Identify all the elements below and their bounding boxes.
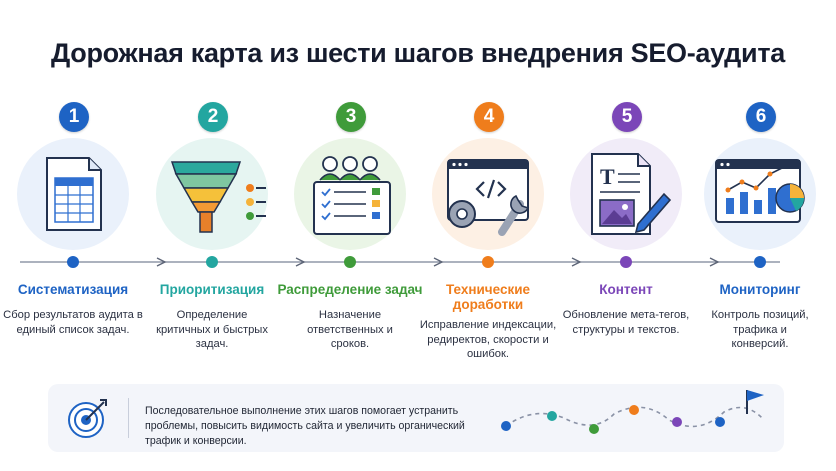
step-description: Назначение ответственных и сроков. (307, 309, 393, 350)
arrow-icon (433, 257, 444, 267)
step-description: Определение критичных и быстрых задач. (156, 309, 268, 350)
step-number: 6 (746, 102, 776, 132)
step-3: 3 Распределение задач (277, 100, 423, 370)
analytics-dashboard-icon (715, 159, 805, 223)
step-number: 3 (336, 102, 366, 132)
step-1: 1 Систематизация Сбор результатов аудита… (3, 100, 143, 370)
step-illustration (704, 138, 816, 250)
step-description: Обновление мета-тегов, структуры и текст… (562, 309, 690, 336)
path-dot (672, 417, 682, 427)
page-title: Дорожная карта из шести шагов внедрения … (51, 38, 785, 68)
step-illustration (294, 138, 406, 250)
step-number: 1 (59, 102, 89, 132)
arrow-icon (709, 257, 720, 267)
arrow-icon (295, 257, 306, 267)
timeline-dot (344, 256, 356, 268)
spreadsheet-icon (46, 157, 102, 231)
arrow-icon (571, 257, 582, 267)
summary-text: Последовательное выполнение этих шагов п… (145, 405, 465, 447)
step-title: Распределение задач (277, 282, 423, 297)
document-edit-icon: T (591, 153, 672, 235)
step-number: 4 (474, 102, 504, 132)
path-dot (589, 424, 599, 434)
step-illustration (432, 138, 544, 250)
timeline-dot (67, 256, 79, 268)
step-description: Контроль позиций, трафика и конверсий. (711, 309, 809, 350)
step-title: Контент (599, 282, 653, 297)
step-illustration: T (570, 138, 682, 250)
team-checklist-icon (313, 156, 391, 235)
flag-path-icon (501, 390, 765, 434)
timeline-dot (482, 256, 494, 268)
target-arrow-icon (68, 399, 107, 438)
funnel-icon (170, 161, 266, 233)
step-title: Технические доработки (445, 282, 531, 312)
divider (128, 398, 129, 438)
step-title: Систематизация (17, 282, 129, 297)
path-dot (547, 411, 557, 421)
timeline-dot (206, 256, 218, 268)
code-gear-wrench-icon (447, 159, 530, 236)
step-title: Приоритизация (159, 282, 265, 297)
step-4: 4 Технические доработки Исправление инде… (418, 100, 558, 370)
svg-text:T: T (600, 164, 615, 189)
step-illustration (17, 138, 129, 250)
step-number: 5 (612, 102, 642, 132)
summary-panel: Последовательное выполнение этих шагов п… (48, 384, 784, 452)
path-dot (715, 417, 725, 427)
path-dot (629, 405, 639, 415)
step-number: 2 (198, 102, 228, 132)
path-dot (501, 421, 511, 431)
step-illustration (156, 138, 268, 250)
arrow-icon (156, 257, 167, 267)
step-6: 6 Мониторинг Контро (690, 100, 830, 370)
step-title: Мониторинг (719, 282, 801, 297)
step-2: 2 Приоритизация Определение критичных и … (142, 100, 282, 370)
step-description: Исправление индексации, редиректов, скор… (419, 319, 557, 360)
timeline-dot (620, 256, 632, 268)
timeline-dot (754, 256, 766, 268)
step-5: 5 T Контент Обновление мета-тегов, струк… (556, 100, 696, 370)
step-description: Сбор результатов аудита в единый список … (3, 309, 143, 336)
